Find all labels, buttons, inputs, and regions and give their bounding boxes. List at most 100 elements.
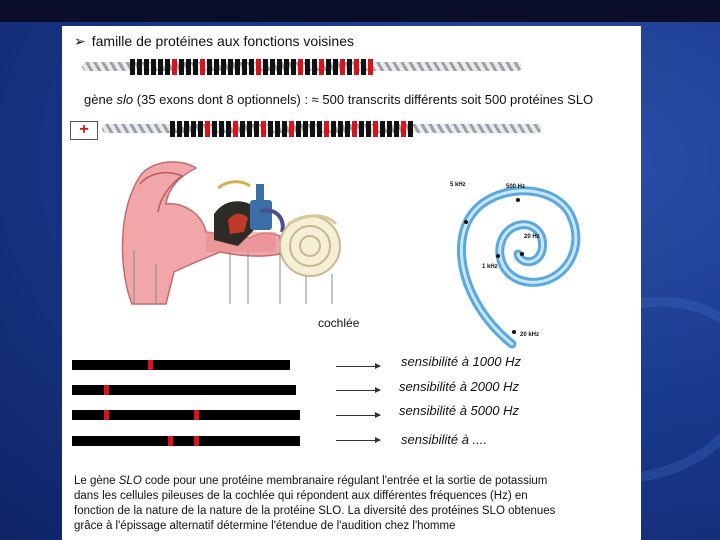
optional-exon-mark xyxy=(168,436,173,446)
exon xyxy=(263,59,268,75)
sensitivity-label: sensibilité à 1000 Hz xyxy=(401,354,521,369)
exon xyxy=(326,59,331,75)
sensitivity-label: sensibilité à 2000 Hz xyxy=(399,379,519,394)
optional-exon xyxy=(256,59,261,75)
exon xyxy=(270,59,275,75)
arrow xyxy=(336,415,380,416)
exon xyxy=(310,121,315,137)
exon xyxy=(214,59,219,75)
exon xyxy=(394,121,399,137)
exon xyxy=(338,121,343,137)
optional-exon xyxy=(205,121,210,137)
sensitivity-label: sensibilité à 5000 Hz xyxy=(399,403,519,418)
optional-exon-mark xyxy=(194,410,199,420)
paragraph-line: fonction de la nature de la nature de la… xyxy=(74,504,634,519)
exon xyxy=(303,121,308,137)
arrow xyxy=(336,366,380,367)
exon xyxy=(296,121,301,137)
optional-exon xyxy=(373,121,378,137)
exon xyxy=(170,121,175,137)
freq-label: 500 Hz xyxy=(506,184,525,190)
paragraph-line: Le gène SLO code pour une protéine membr… xyxy=(74,474,634,489)
optional-exon xyxy=(200,59,205,75)
exon xyxy=(198,121,203,137)
exon xyxy=(207,59,212,75)
optional-exon xyxy=(319,59,324,75)
exon xyxy=(387,121,392,137)
optional-exon xyxy=(289,121,294,137)
exon xyxy=(347,59,352,75)
ear-illustration xyxy=(110,154,360,314)
gene-description: gène slo (35 exons dont 8 optionnels) : … xyxy=(84,92,593,107)
exon xyxy=(212,121,217,137)
exon xyxy=(165,59,170,75)
optional-exon-mark xyxy=(194,436,199,446)
optional-exon-mark xyxy=(148,360,153,370)
gene-name: SLO xyxy=(119,475,142,487)
exon xyxy=(219,121,224,137)
freq-label: 20 Hz xyxy=(524,234,540,240)
exon xyxy=(284,59,289,75)
transcript-row xyxy=(72,385,296,395)
exon xyxy=(193,59,198,75)
transcript-row xyxy=(72,360,290,370)
exon xyxy=(184,121,189,137)
plus-sign: + xyxy=(70,121,98,140)
arrow xyxy=(336,390,380,391)
optional-exon xyxy=(354,59,359,75)
exon xyxy=(305,59,310,75)
optional-exon xyxy=(324,121,329,137)
explanation-paragraph: Le gène SLO code pour une protéine membr… xyxy=(74,474,634,534)
transcript-row xyxy=(72,410,300,420)
freq-label: 5 kHz xyxy=(450,182,466,188)
exon xyxy=(228,59,233,75)
exon xyxy=(254,121,259,137)
exon xyxy=(380,121,385,137)
arrow xyxy=(336,440,380,441)
gene-name: slo xyxy=(117,92,134,107)
exon xyxy=(179,59,184,75)
top-bar xyxy=(0,0,720,22)
exon-row-1 xyxy=(130,59,373,75)
freq-label: 20 kHz xyxy=(520,332,539,338)
exon xyxy=(242,59,247,75)
exon xyxy=(247,121,252,137)
paragraph-line: grâce à l'épissage alternatif détermine … xyxy=(74,519,634,534)
exon xyxy=(359,121,364,137)
freq-label: 1 kHz xyxy=(482,264,498,270)
optional-exon xyxy=(298,59,303,75)
exon xyxy=(361,59,366,75)
paragraph-line: dans les cellules pileuses de la cochlée… xyxy=(74,489,634,504)
exon xyxy=(144,59,149,75)
optional-exon xyxy=(233,121,238,137)
exon xyxy=(130,59,135,75)
exon xyxy=(240,121,245,137)
exon xyxy=(226,121,231,137)
exon xyxy=(275,121,280,137)
exon xyxy=(186,59,191,75)
exon-row-2 xyxy=(170,121,413,137)
exon xyxy=(268,121,273,137)
exon xyxy=(191,121,196,137)
exon xyxy=(177,121,182,137)
slide-title-text: famille de protéines aux fonctions voisi… xyxy=(92,33,354,49)
exon xyxy=(345,121,350,137)
exon xyxy=(408,121,413,137)
exon xyxy=(282,121,287,137)
optional-exon xyxy=(368,59,373,75)
transcript-row xyxy=(72,436,300,446)
exon xyxy=(158,59,163,75)
exon xyxy=(317,121,322,137)
exon xyxy=(151,59,156,75)
optional-exon xyxy=(172,59,177,75)
exon xyxy=(333,59,338,75)
exon xyxy=(235,59,240,75)
exon xyxy=(249,59,254,75)
optional-exon-mark xyxy=(104,410,109,420)
optional-exon-mark xyxy=(104,385,109,395)
slide-canvas: ➢famille de protéines aux fonctions vois… xyxy=(62,26,641,540)
optional-exon xyxy=(261,121,266,137)
exon xyxy=(312,59,317,75)
exon xyxy=(331,121,336,137)
sensitivity-label: sensibilité à .... xyxy=(401,432,487,447)
